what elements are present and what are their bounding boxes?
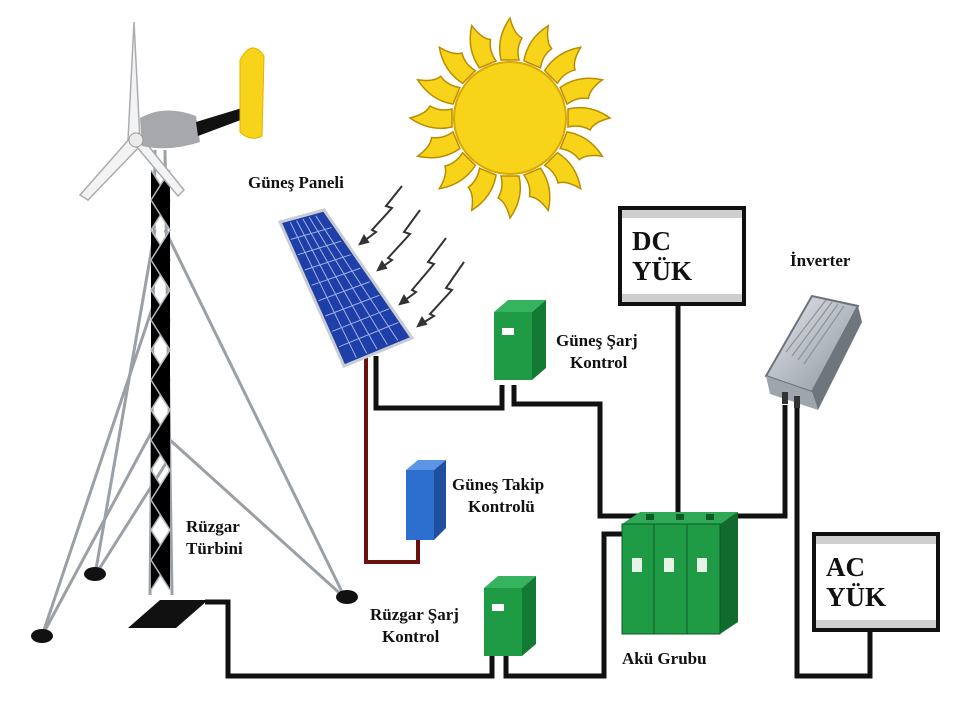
dc-load-label: DC YÜK bbox=[622, 218, 742, 294]
sun-icon bbox=[408, 16, 612, 220]
wind-turbine-label: Rüzgar Türbini bbox=[186, 516, 243, 560]
dc-load-box: DC YÜK bbox=[618, 206, 746, 306]
ac-load-box: AC YÜK bbox=[812, 532, 940, 632]
solar-charge-controller-icon bbox=[494, 300, 546, 380]
wind-charge-label-line2: Kontrol bbox=[382, 627, 440, 646]
wire-inverter-to-ac-load bbox=[794, 405, 873, 679]
wire-wind-charge-to-battery bbox=[503, 531, 622, 679]
wind-turbine-label-line1: Rüzgar bbox=[186, 517, 240, 536]
ac-load-label: AC YÜK bbox=[816, 544, 936, 620]
wire-panel-to-tracker bbox=[364, 356, 420, 564]
tracker-label-line1: Güneş Takip bbox=[452, 475, 545, 494]
solar-charge-controller-label: Güneş Şarj Kontrol bbox=[556, 330, 638, 374]
wind-charge-controller-icon bbox=[484, 576, 536, 656]
inverter-icon bbox=[764, 294, 862, 410]
wind-charge-controller-label: Rüzgar Şarj Kontrol bbox=[370, 604, 459, 648]
tracker-controller-icon bbox=[406, 460, 446, 540]
tracker-label-line2: Kontrolü bbox=[468, 497, 535, 516]
wind-turbine-label-line2: Türbini bbox=[186, 539, 243, 558]
inverter-label: İnverter bbox=[790, 251, 851, 270]
sunlight-rays-icon bbox=[358, 185, 465, 328]
solar-panel-icon bbox=[277, 208, 415, 368]
solar-charge-label-line1: Güneş Şarj bbox=[556, 331, 638, 350]
battery-bank-label: Akü Grubu bbox=[622, 649, 707, 668]
solar-panel-label: Güneş Paneli bbox=[248, 173, 344, 192]
wind-turbine-icon bbox=[31, 21, 358, 643]
wire-solar-charge-to-battery bbox=[511, 385, 650, 519]
battery-bank-icon bbox=[621, 512, 738, 635]
wire-battery-to-inverter bbox=[700, 405, 788, 519]
wind-charge-label-line1: Rüzgar Şarj bbox=[370, 605, 459, 624]
wire-turbine-to-wind-charge bbox=[205, 599, 495, 679]
wire-panel-to-solar-charge bbox=[373, 356, 505, 411]
wiring bbox=[205, 306, 873, 679]
tracker-controller-label: Güneş Takip Kontrolü bbox=[452, 474, 544, 518]
solar-charge-label-line2: Kontrol bbox=[570, 353, 628, 372]
